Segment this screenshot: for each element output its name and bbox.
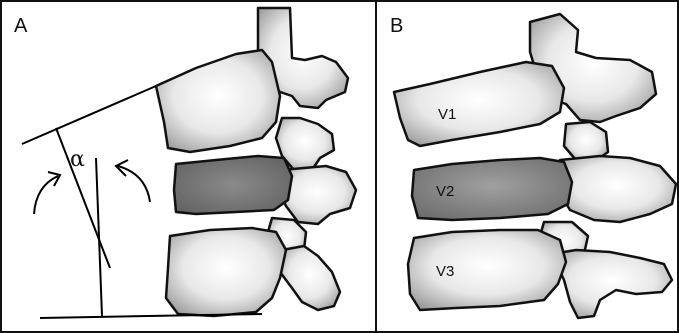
panel-b: B V1 V2 V3 [390,14,676,318]
perpendicular-lower [96,158,102,316]
vertebral-body-middle-a [174,156,292,214]
left-curved-arrow [34,176,58,214]
panel-b-label: B [390,15,403,37]
label-v1: V1 [438,106,456,123]
lower-endplate-line [40,314,262,318]
vertebral-body-v3 [408,230,566,310]
vertebral-body-upper-a [156,50,280,152]
label-v3: V3 [436,263,454,280]
vertebral-body-v1 [394,62,564,146]
panel-a: A α [14,8,356,318]
spinous-process-mid-b [558,156,676,222]
spinous-process-low-a [280,246,340,310]
vertebral-body-lower-a [166,228,286,316]
spinous-process-low-b [552,250,672,318]
upper-endplate-line [22,86,156,144]
panel-a-label: A [14,15,28,37]
angle-arrows [34,160,150,214]
angle-alpha: α [70,147,85,172]
label-v2: V2 [436,183,454,200]
